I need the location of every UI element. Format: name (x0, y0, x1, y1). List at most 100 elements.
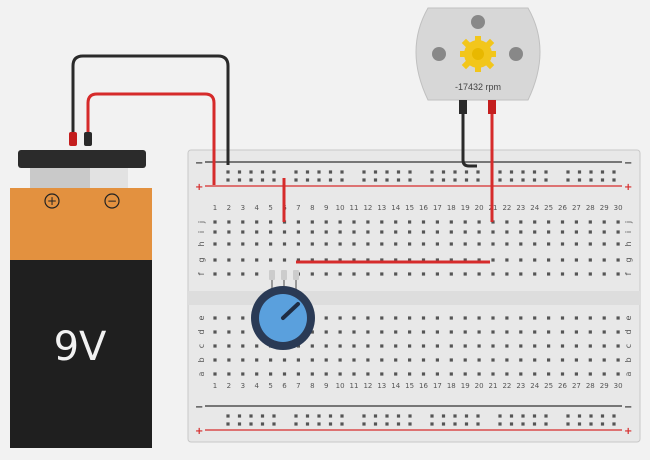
hole-b2[interactable] (227, 358, 231, 362)
rail-hole[interactable] (328, 170, 333, 174)
hole-a3[interactable] (241, 372, 245, 376)
hole-e14[interactable] (394, 316, 398, 320)
hole-i20[interactable] (477, 230, 481, 234)
rail-hole[interactable] (340, 170, 344, 174)
hole-a25[interactable] (547, 372, 551, 376)
hole-d24[interactable] (533, 330, 537, 334)
hole-c8[interactable] (310, 344, 314, 348)
hole-e17[interactable] (435, 316, 439, 320)
rail-hole[interactable] (566, 170, 570, 174)
rail-hole[interactable] (373, 422, 378, 426)
rail-hole[interactable] (612, 414, 616, 418)
hole-a7[interactable] (296, 372, 300, 376)
hole-i1[interactable] (213, 230, 217, 234)
black-wire-battery-to-minus-rail[interactable] (71, 54, 230, 165)
rail-hole[interactable] (441, 414, 446, 418)
rail-hole[interactable] (340, 422, 344, 426)
rail-hole[interactable] (396, 422, 401, 426)
hole-b21[interactable] (491, 358, 495, 362)
rail-hole[interactable] (396, 178, 401, 182)
hole-a2[interactable] (227, 372, 231, 376)
hole-h14[interactable] (394, 242, 398, 246)
hole-b27[interactable] (574, 358, 578, 362)
rail-hole[interactable] (340, 414, 344, 418)
rail-hole[interactable] (328, 178, 333, 182)
hole-a23[interactable] (519, 372, 523, 376)
rail-hole[interactable] (237, 170, 242, 174)
rail-hole[interactable] (577, 414, 582, 418)
hole-c3[interactable] (241, 344, 245, 348)
hole-d12[interactable] (366, 330, 370, 334)
hole-c27[interactable] (574, 344, 578, 348)
hole-g20[interactable] (477, 258, 481, 262)
hole-b13[interactable] (380, 358, 384, 362)
rail-hole[interactable] (612, 178, 616, 182)
hole-f22[interactable] (505, 272, 509, 276)
rail-hole[interactable] (272, 178, 276, 182)
hole-d1[interactable] (213, 330, 217, 334)
hole-g27[interactable] (574, 258, 578, 262)
rail-hole[interactable] (317, 422, 321, 426)
hole-b15[interactable] (408, 358, 412, 362)
hole-f16[interactable] (421, 272, 426, 276)
hole-c28[interactable] (588, 344, 592, 348)
hole-h24[interactable] (533, 242, 537, 246)
rail-hole[interactable] (408, 178, 412, 182)
rail-hole[interactable] (430, 178, 434, 182)
rail-hole[interactable] (453, 414, 457, 418)
hole-i8[interactable] (310, 230, 314, 234)
hole-e11[interactable] (352, 316, 356, 320)
hole-a27[interactable] (574, 372, 578, 376)
hole-a20[interactable] (477, 372, 481, 376)
hole-i23[interactable] (519, 230, 523, 234)
hole-h13[interactable] (380, 242, 384, 246)
rail-hole[interactable] (544, 422, 548, 426)
rail-hole[interactable] (464, 414, 469, 418)
hole-b23[interactable] (519, 358, 523, 362)
rail-hole[interactable] (317, 178, 321, 182)
hole-a19[interactable] (463, 372, 467, 376)
hole-e13[interactable] (380, 316, 384, 320)
hole-i28[interactable] (588, 230, 592, 234)
hole-i16[interactable] (421, 230, 426, 234)
hole-c22[interactable] (505, 344, 509, 348)
hole-e10[interactable] (338, 316, 342, 320)
hole-g11[interactable] (352, 258, 356, 262)
rail-hole[interactable] (260, 422, 265, 426)
hole-f1[interactable] (213, 272, 217, 276)
rail-hole[interactable] (521, 178, 525, 182)
hole-g13[interactable] (380, 258, 384, 262)
hole-j1[interactable] (213, 220, 217, 224)
rail-hole[interactable] (498, 170, 502, 174)
hole-i27[interactable] (574, 230, 578, 234)
rail-hole[interactable] (612, 170, 616, 174)
hole-a18[interactable] (449, 372, 453, 376)
hole-i6[interactable] (282, 230, 287, 234)
hole-j26[interactable] (560, 220, 565, 224)
hole-b7[interactable] (296, 358, 300, 362)
rail-hole[interactable] (498, 178, 502, 182)
hole-f2[interactable] (227, 272, 231, 276)
hole-f8[interactable] (310, 272, 314, 276)
hole-c9[interactable] (324, 344, 328, 348)
rail-hole[interactable] (362, 414, 366, 418)
hole-f23[interactable] (519, 272, 523, 276)
rail-hole[interactable] (396, 170, 401, 174)
hole-e21[interactable] (491, 316, 495, 320)
hole-e18[interactable] (449, 316, 453, 320)
hole-g12[interactable] (366, 258, 370, 262)
hole-c17[interactable] (435, 344, 439, 348)
hole-j27[interactable] (574, 220, 578, 224)
hole-g2[interactable] (227, 258, 231, 262)
hole-i29[interactable] (602, 230, 606, 234)
rail-hole[interactable] (464, 422, 469, 426)
hole-f4[interactable] (255, 272, 259, 276)
hole-g19[interactable] (463, 258, 467, 262)
hole-j25[interactable] (547, 220, 551, 224)
hole-j13[interactable] (380, 220, 384, 224)
hole-h15[interactable] (408, 242, 412, 246)
hole-b3[interactable] (241, 358, 245, 362)
motor-wires[interactable] (461, 114, 494, 222)
hole-g25[interactable] (547, 258, 551, 262)
hole-b8[interactable] (310, 358, 314, 362)
